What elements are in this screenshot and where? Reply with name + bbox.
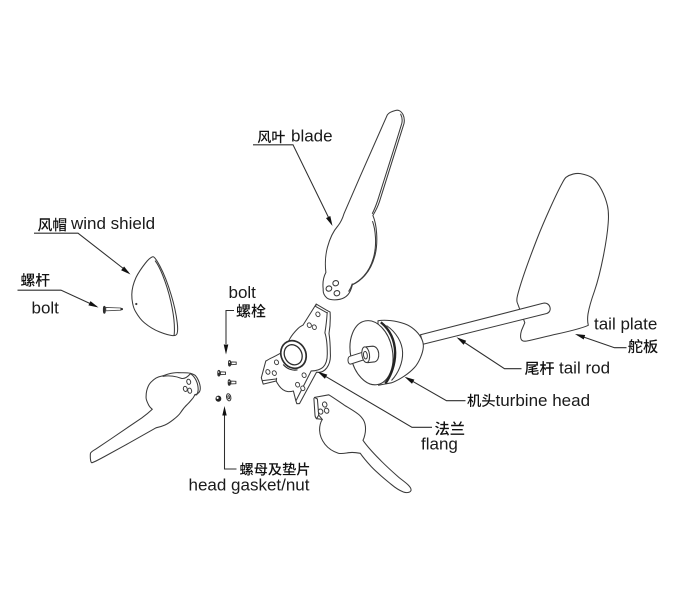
svg-text:turbine head: turbine head <box>496 391 591 410</box>
svg-text:flang: flang <box>421 434 458 453</box>
svg-text:blade: blade <box>291 126 333 145</box>
svg-text:tail rod: tail rod <box>559 358 610 377</box>
svg-text:head gasket/nut: head gasket/nut <box>189 476 310 495</box>
svg-text:tail plate: tail plate <box>594 315 657 334</box>
svg-text:bolt: bolt <box>32 298 60 317</box>
svg-text:bolt: bolt <box>229 283 257 302</box>
svg-text:wind shield: wind shield <box>70 214 155 233</box>
